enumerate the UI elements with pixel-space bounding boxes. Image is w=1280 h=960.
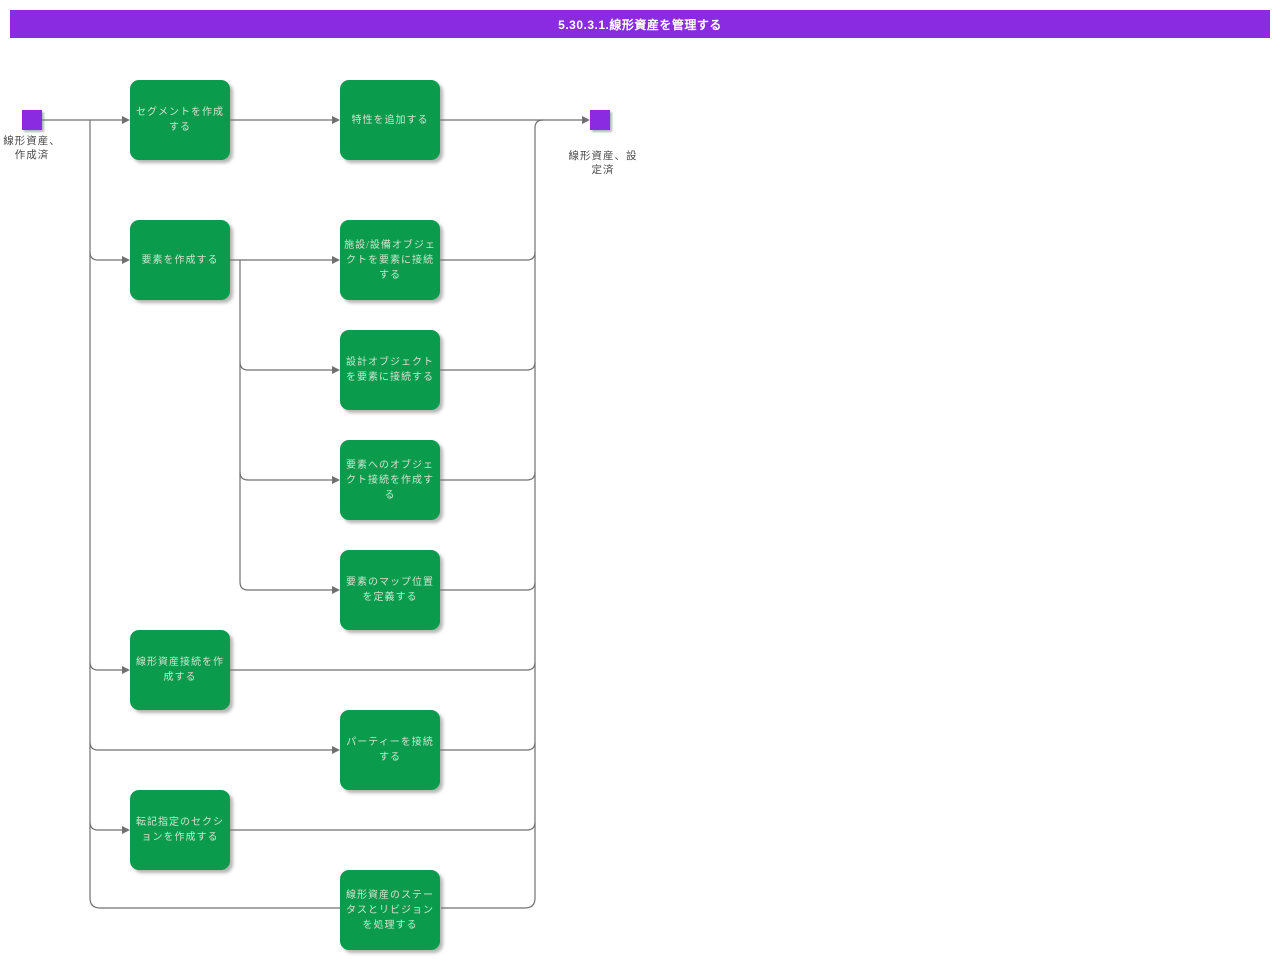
edge-trunk	[89, 120, 341, 909]
activity-add-characteristics: 特性を追加する	[340, 80, 440, 160]
edge-linear-connection-to-collector	[230, 661, 536, 671]
edge-element-branch-design	[239, 361, 332, 371]
arrowhead-icon	[122, 256, 130, 264]
activity-create-segment: セグメントを作成する	[130, 80, 230, 160]
activity-create-linear-connection: 線形資産接続を作成する	[130, 630, 230, 710]
activity-connect-party: パーティーを接続する	[340, 710, 440, 790]
activity-connect-facility-object: 施設/設備オブジェクトを要素に接続する	[340, 220, 440, 300]
edge-party-to-collector	[440, 741, 536, 751]
activity-create-posting-section: 転記指定のセクションを作成する	[130, 790, 230, 870]
start-node	[22, 110, 42, 130]
edge-posting-section-to-collector	[230, 821, 536, 831]
edge-design-to-collector	[440, 361, 536, 371]
edge-trunk-branch-linear-connection	[89, 661, 122, 671]
end-node-label: 線形資産、設定済	[568, 151, 638, 177]
activity-create-object-connection: 要素へのオブジェクト接続を作成する	[340, 440, 440, 520]
edge-element-branch-object-connection	[239, 471, 332, 481]
start-node-label: 線形資産、作成済	[3, 136, 61, 162]
end-node	[590, 110, 610, 130]
diagram-title: 5.30.3.1.線形資産を管理する	[10, 10, 1270, 38]
arrowhead-icon	[122, 116, 130, 124]
activity-define-map-position: 要素のマップ位置を定義する	[340, 550, 440, 630]
arrowhead-icon	[582, 116, 590, 124]
arrowhead-icon	[332, 366, 340, 374]
arrowhead-icon	[122, 826, 130, 834]
edge-object-connection-to-collector	[440, 471, 536, 481]
activity-connect-design-object: 設計オブジェクトを要素に接続する	[340, 330, 440, 410]
edge-element-fanout-trunk	[239, 260, 332, 591]
arrowhead-icon	[332, 256, 340, 264]
arrowhead-icon	[332, 116, 340, 124]
edge-trunk-branch-elements	[89, 251, 122, 261]
activity-create-element: 要素を作成する	[130, 220, 230, 300]
arrowhead-icon	[332, 746, 340, 754]
edge-trunk-branch-posting-section	[89, 821, 122, 831]
activity-process-status-revision: 線形資産のステータスとリビジョンを処理する	[340, 870, 440, 950]
edge-status-to-collector	[441, 897, 536, 909]
edge-collector-rail	[534, 119, 544, 898]
edge-trunk-branch-party	[89, 741, 332, 751]
edge-map-position-to-collector	[440, 581, 536, 591]
arrowhead-icon	[332, 476, 340, 484]
arrowhead-icon	[122, 666, 130, 674]
edge-facility-to-collector	[440, 251, 536, 261]
arrowhead-icon	[332, 586, 340, 594]
